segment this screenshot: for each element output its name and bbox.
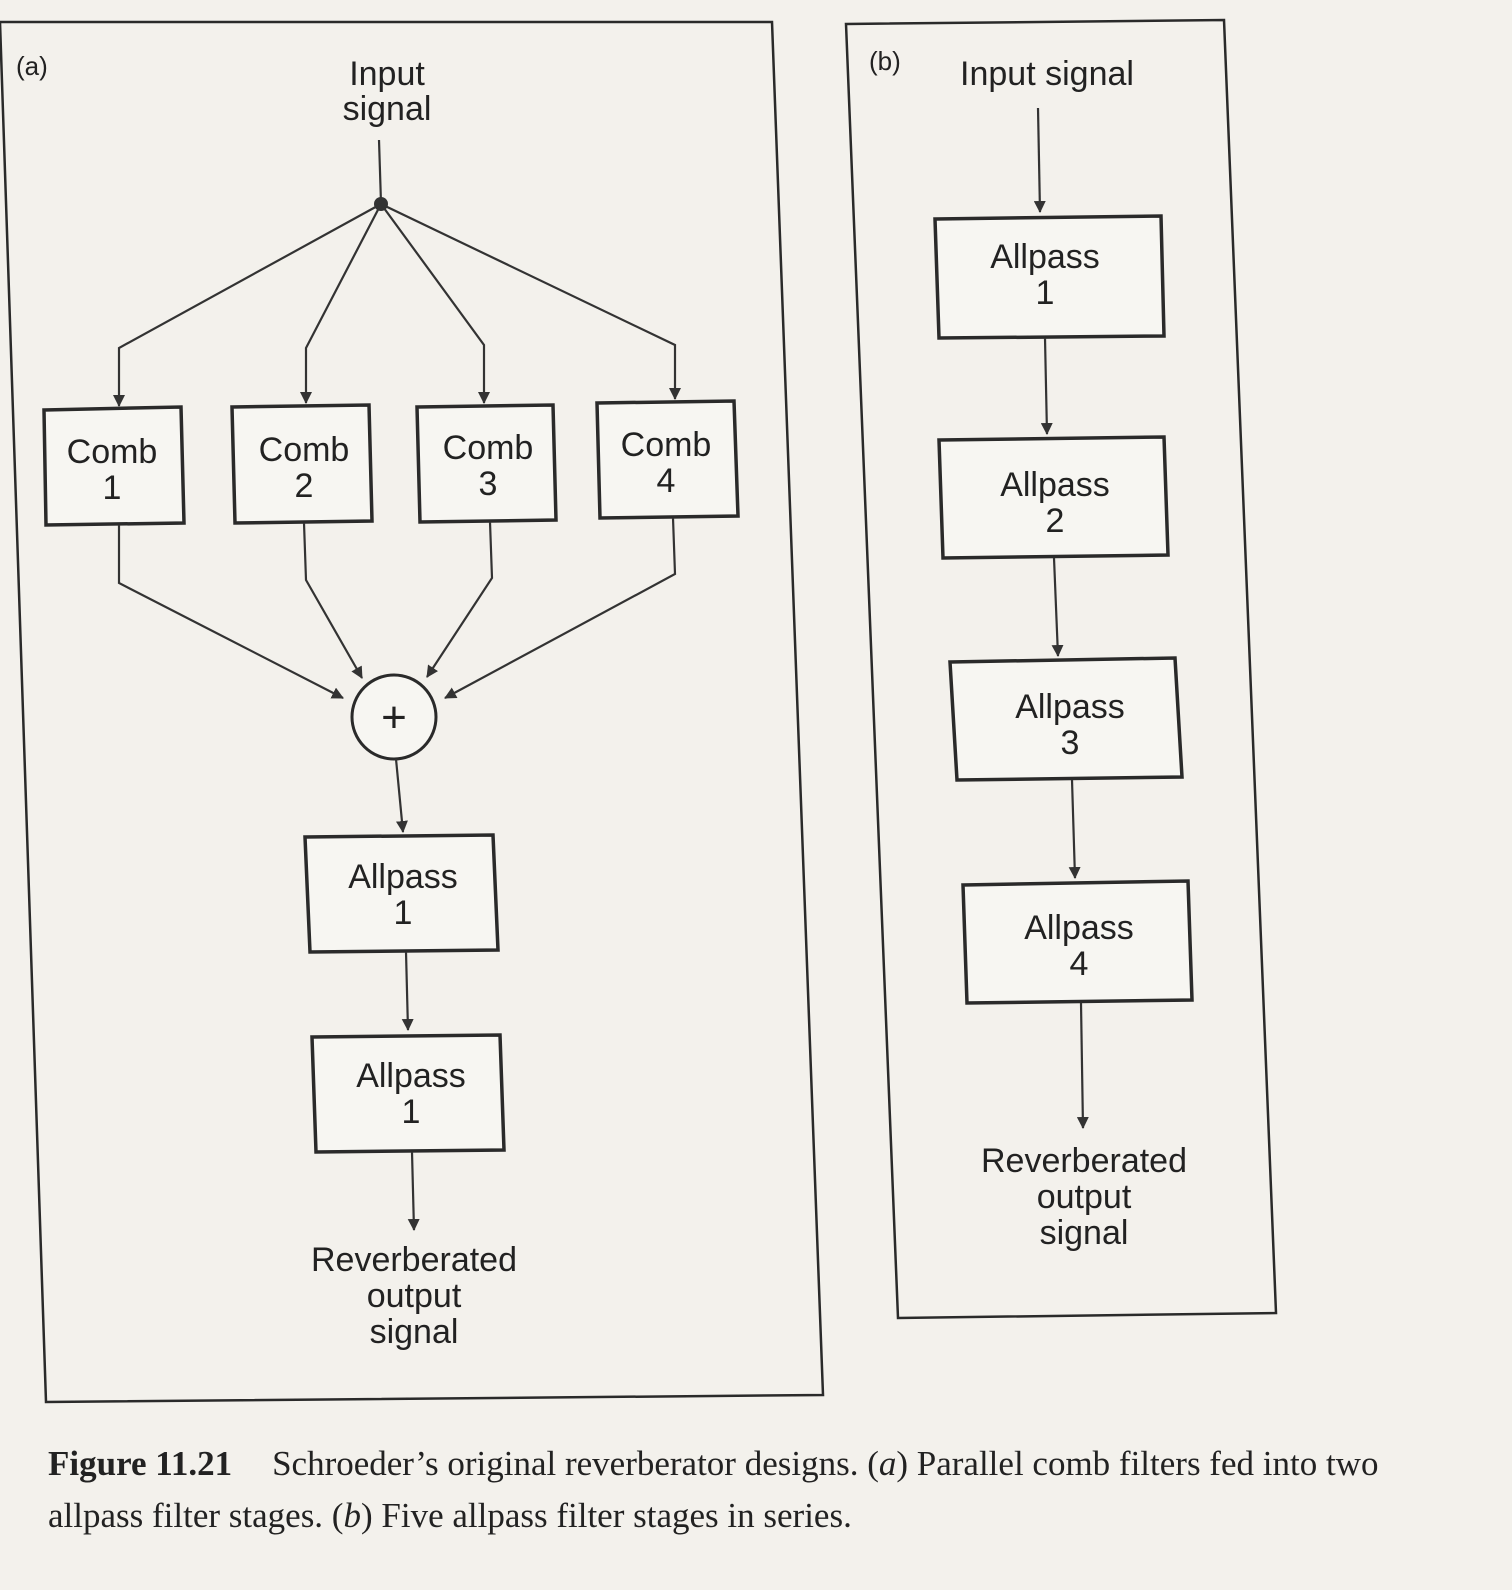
comb-3-label: Comb — [443, 429, 534, 467]
input-wire — [377, 139, 383, 204]
comb-2-number: 2 — [295, 467, 314, 505]
panel-a-output-line1: Reverberated — [311, 1241, 517, 1279]
panel-a: (a) Input signal Comb 1 Comb 2 Comb 3 Co… — [0, 20, 825, 1404]
comb-2-label: Comb — [259, 431, 350, 469]
panel-b-wire-to-output — [1076, 1002, 1089, 1129]
panel-b-allpass-2: Allpass 2 — [937, 435, 1170, 560]
caption-text-2: ) Parallel comb filters fed into two all… — [48, 1444, 1379, 1535]
panel-a-allpass-1-number: 1 — [394, 894, 413, 932]
panel-b-output-line3: signal — [1040, 1214, 1129, 1252]
panel-b-tag: (b) — [869, 46, 901, 76]
comb-3-number: 3 — [479, 465, 498, 503]
reverberator-diagram: (a) Input signal Comb 1 Comb 2 Comb 3 Co… — [0, 18, 1278, 1404]
panel-a-allpass-1: Allpass 1 — [303, 833, 500, 954]
caption-a: a — [878, 1444, 897, 1483]
panel-b-wire-2-3 — [1051, 557, 1064, 657]
panel-b-allpass-3-number: 3 — [1061, 724, 1080, 762]
caption-text-1: Schroeder’s original reverberator design… — [272, 1444, 879, 1483]
panel-b-allpass-2-label: Allpass — [1000, 466, 1110, 504]
wire-to-comb-1 — [113, 203, 382, 407]
panel-b-wire-1-2 — [1040, 337, 1053, 435]
panel-b-allpass-1: Allpass 1 — [933, 214, 1166, 340]
panel-a-output-line2: output — [367, 1277, 462, 1315]
panel-a-output-line3: signal — [370, 1313, 459, 1351]
panel-b-allpass-4-number: 4 — [1070, 945, 1089, 983]
comb-3: Comb 3 — [415, 403, 558, 524]
summing-junction: + — [350, 673, 438, 761]
panel-a-tag: (a) — [16, 51, 48, 81]
panel-a-allpass-1-label: Allpass — [348, 858, 458, 896]
wire-to-comb-4 — [380, 203, 681, 400]
panel-b: (b) Input signal Allpass 1 Allpass 2 All… — [844, 18, 1278, 1320]
panel-a-frame — [0, 20, 825, 1404]
comb-1-label: Comb — [67, 433, 158, 471]
panel-b-output-line1: Reverberated — [981, 1142, 1187, 1180]
sum-symbol: + — [381, 693, 407, 742]
panel-a-input-label-line1: Input — [349, 55, 425, 93]
panel-b-frame — [844, 18, 1278, 1320]
figure-caption: Figure 11.21 Schroeder’s original reverbe… — [48, 1438, 1448, 1542]
caption-b: b — [343, 1496, 361, 1535]
wire-from-comb-4 — [444, 517, 677, 699]
panel-b-allpass-3: Allpass 3 — [948, 656, 1184, 782]
panel-b-output-line2: output — [1037, 1178, 1132, 1216]
panel-a-allpass-2-label: Allpass — [356, 1057, 466, 1095]
wire-from-comb-3 — [426, 521, 494, 678]
panel-b-allpass-4-label: Allpass — [1024, 909, 1134, 947]
panel-b-wire-3-4 — [1068, 779, 1081, 879]
panel-b-input-label: Input signal — [960, 55, 1134, 93]
panel-b-allpass-2-number: 2 — [1046, 502, 1065, 540]
wire-from-comb-1 — [117, 525, 344, 699]
wire-from-comb-2 — [302, 522, 363, 679]
figure-number: Figure 11.21 — [48, 1444, 233, 1483]
comb-1-number: 1 — [103, 469, 122, 507]
panel-b-allpass-1-number: 1 — [1036, 274, 1055, 312]
comb-1: Comb 1 — [42, 405, 186, 527]
wire-allpass-1-to-2 — [401, 951, 414, 1031]
comb-4-label: Comb — [621, 426, 712, 464]
panel-b-allpass-3-label: Allpass — [1015, 688, 1125, 726]
panel-b-allpass-1-label: Allpass — [990, 238, 1100, 276]
wire-sum-to-allpass — [394, 758, 408, 833]
comb-2: Comb 2 — [230, 403, 374, 525]
wire-to-comb-3 — [380, 203, 490, 404]
panel-b-allpass-4: Allpass 4 — [961, 879, 1194, 1005]
comb-4-number: 4 — [657, 462, 676, 500]
wire-to-output — [407, 1151, 420, 1231]
wire-to-comb-2 — [300, 203, 382, 404]
comb-4: Comb 4 — [595, 399, 740, 520]
panel-a-input-label-line2: signal — [343, 90, 432, 128]
caption-text-3: ) Five allpass filter stages in series. — [360, 1496, 852, 1535]
panel-b-input-wire — [1033, 107, 1046, 213]
panel-a-allpass-2: Allpass 1 — [310, 1033, 506, 1154]
panel-a-allpass-2-number: 1 — [402, 1093, 421, 1131]
